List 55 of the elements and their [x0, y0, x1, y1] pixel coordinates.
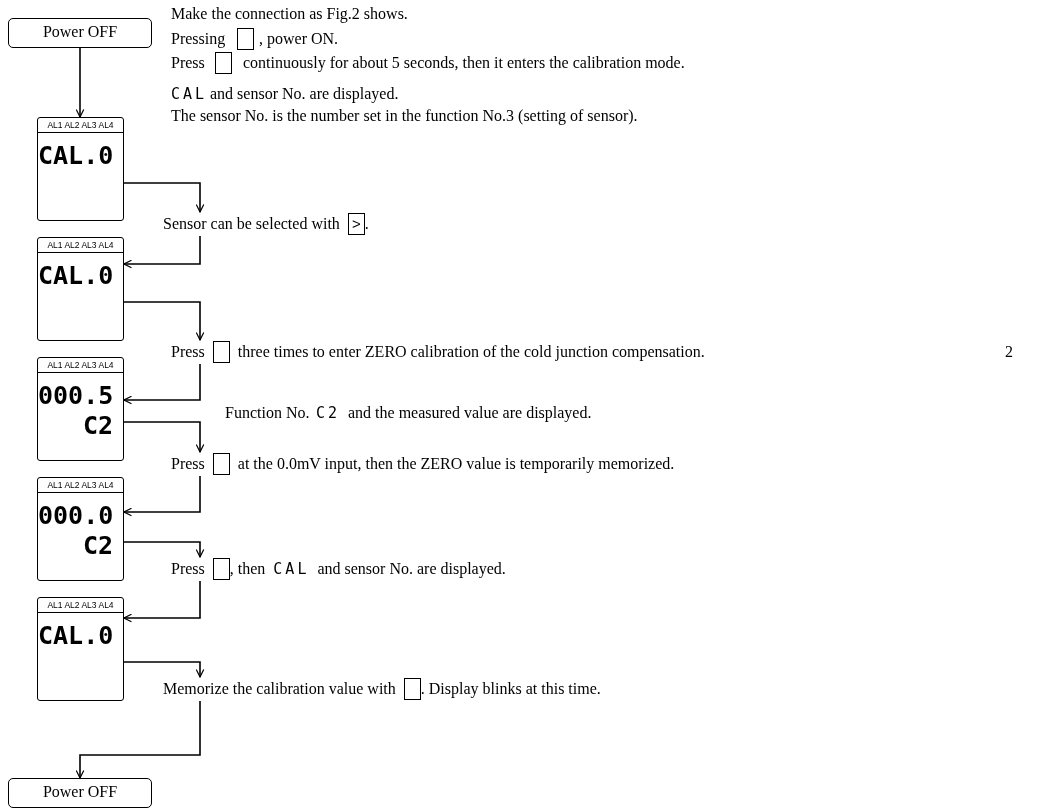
display-reading: 000.0 — [38, 501, 115, 531]
display-reading: CAL.0 — [38, 261, 115, 291]
lcd-display — [37, 117, 124, 221]
state-box: Power OFF — [8, 778, 152, 808]
alarm-indicators: AL1 AL2 AL3 AL4 — [38, 358, 123, 373]
note-text: Pressing — [171, 29, 226, 49]
display-code: C2 — [316, 403, 341, 423]
note-text: continuously for about 5 seconds, then it enters the calibration mode. — [243, 53, 685, 73]
instruction-text: Press — [171, 559, 205, 579]
lcd-display — [37, 597, 124, 701]
arrow — [123, 541, 205, 558]
instruction-text: Press — [171, 454, 205, 474]
note-text: , power ON. — [259, 29, 339, 49]
arrow — [123, 363, 201, 405]
arrow — [123, 301, 205, 341]
lcd-display — [37, 237, 124, 341]
alarm-indicators: AL1 AL2 AL3 AL4 — [38, 118, 123, 133]
arrow — [123, 182, 205, 213]
display-reading: CAL.0 — [38, 141, 115, 171]
instruction-text: at the 0.0mV input, then the ZERO value is temporarily memorized. — [237, 454, 675, 474]
instruction-text: Memorize the calibration value with — [163, 679, 396, 699]
instruction-text: three times to enter ZERO calibration of the cold junction compensation. — [237, 342, 705, 362]
instruction-text: . Display blinks at this time. — [420, 679, 601, 699]
instruction-text: Sensor can be selected with — [163, 214, 340, 234]
display-reading: CAL.0 — [38, 621, 115, 651]
arrow — [123, 475, 201, 517]
arrow — [123, 235, 201, 269]
arrow — [123, 421, 205, 453]
note-text: Function No. — [225, 403, 310, 423]
instruction-text: and sensor No. are displayed. — [317, 559, 506, 579]
arrow — [123, 661, 205, 678]
instruction-text: . — [364, 214, 369, 234]
alarm-indicators: AL1 AL2 AL3 AL4 — [38, 238, 123, 253]
display-code: CAL — [171, 84, 208, 104]
instruction-text: , then — [229, 559, 266, 579]
note-text: The sensor No. is the number set in the function No.3 (setting of sensor). — [171, 106, 638, 126]
key-button: > — [347, 213, 365, 235]
page-number: 2 — [1005, 342, 1013, 362]
display-reading: C2 — [81, 411, 114, 441]
instruction-text: Press — [171, 342, 205, 362]
arrow — [123, 580, 201, 623]
note-text: Press — [171, 53, 205, 73]
arrow — [75, 47, 85, 118]
display-reading: C2 — [81, 531, 114, 561]
note-text: and sensor No. are displayed. — [210, 84, 399, 104]
alarm-indicators: AL1 AL2 AL3 AL4 — [38, 478, 123, 493]
lcd-display — [37, 477, 124, 581]
note-text: and the measured value are displayed. — [348, 403, 592, 423]
arrow — [75, 700, 201, 779]
lcd-display — [37, 357, 124, 461]
note-text: Make the connection as Fig.2 shows. — [171, 4, 408, 24]
state-box: Power OFF — [8, 18, 152, 48]
display-reading: 000.5 — [38, 381, 115, 411]
display-code: CAL — [273, 559, 310, 579]
alarm-indicators: AL1 AL2 AL3 AL4 — [38, 598, 123, 613]
